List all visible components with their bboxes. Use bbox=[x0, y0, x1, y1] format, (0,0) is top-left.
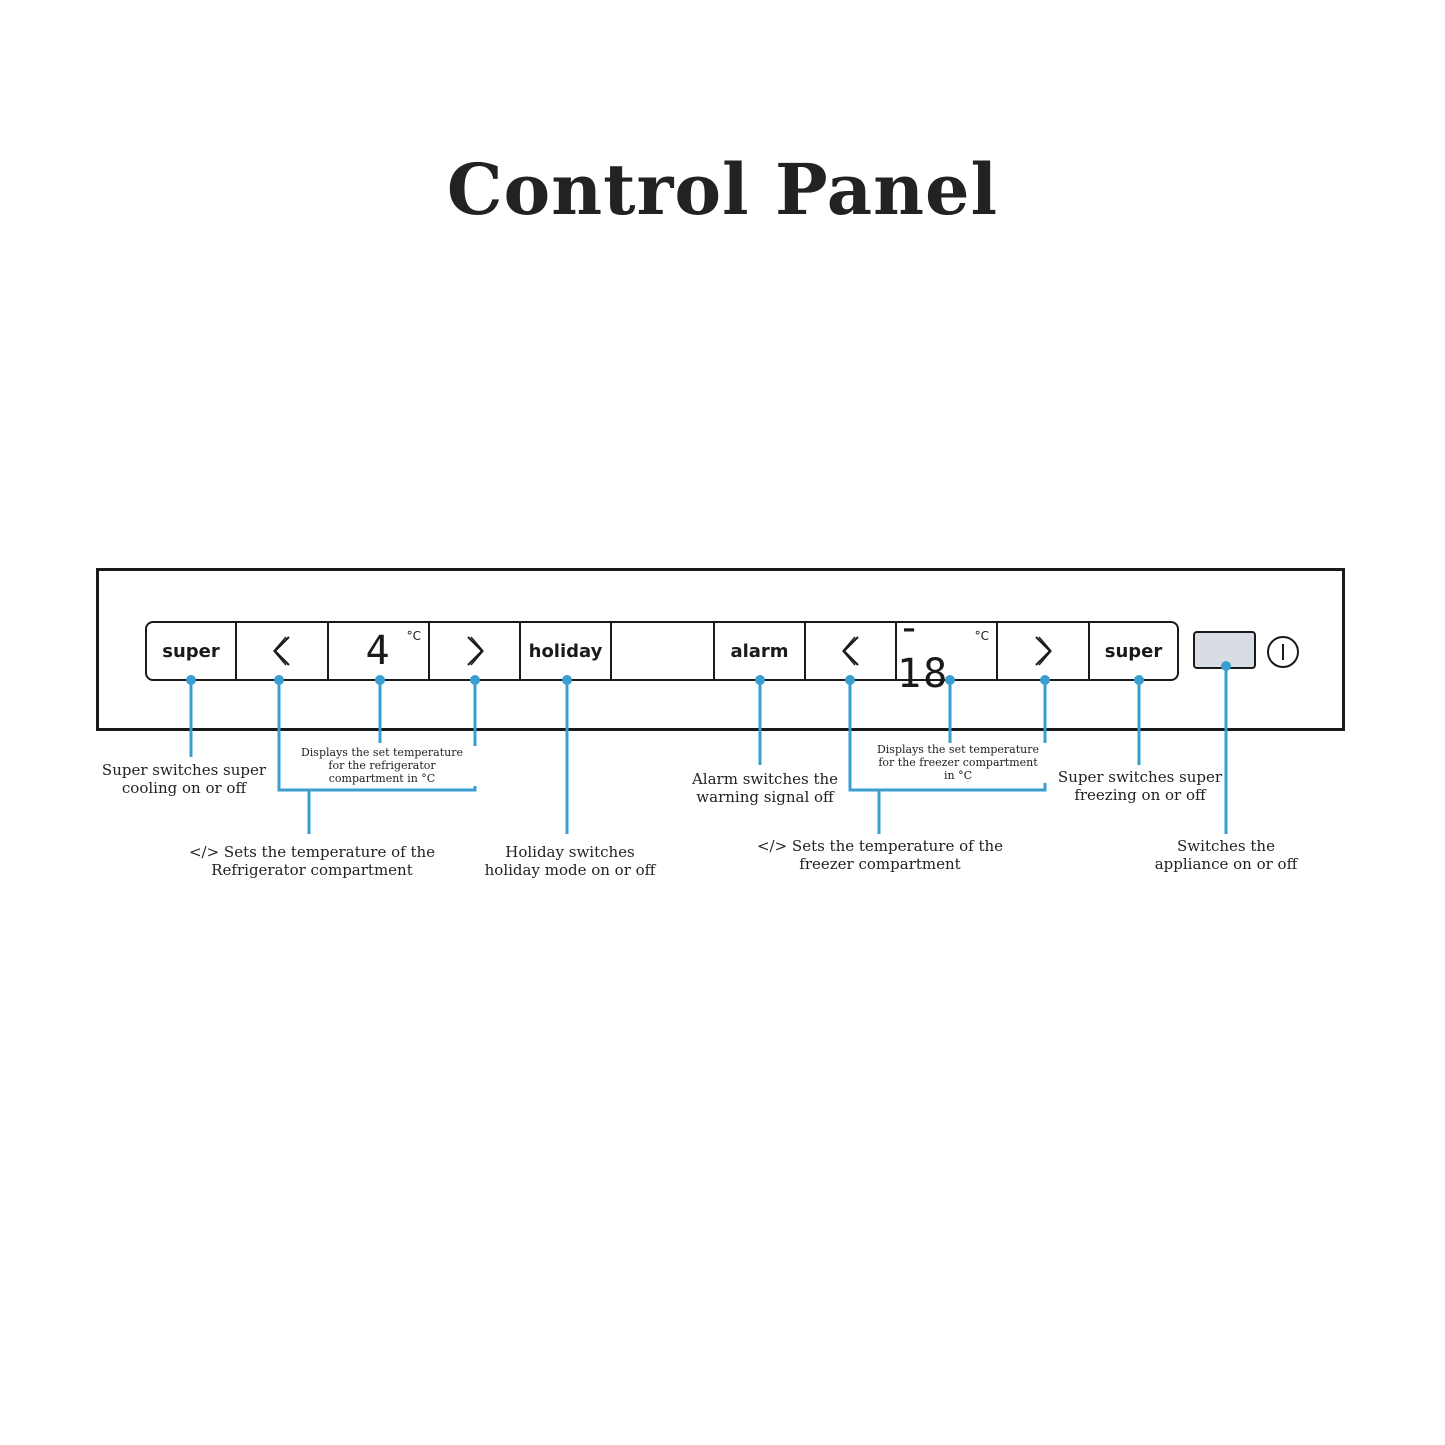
callout-dot bbox=[375, 675, 385, 685]
label-holiday: Holiday switches holiday mode on or off bbox=[484, 843, 656, 879]
freezer-temp-display: - 18 °C bbox=[897, 605, 998, 697]
blank-key bbox=[612, 623, 715, 679]
freezer-super-button[interactable]: super bbox=[1090, 623, 1177, 679]
label-power: Switches the appliance on or off bbox=[1154, 837, 1298, 873]
holiday-label: holiday bbox=[528, 640, 603, 662]
fridge-super-label: super bbox=[162, 640, 220, 662]
fridge-temp-display: 4 °C bbox=[329, 623, 430, 679]
fridge-temp-value: 4 bbox=[365, 628, 392, 674]
callout-dot bbox=[274, 675, 284, 685]
fridge-temp-up-button[interactable] bbox=[430, 623, 521, 679]
chevron-right-icon bbox=[466, 636, 484, 666]
callout-dot bbox=[562, 675, 572, 685]
callout-fridge-arrows-bracket bbox=[277, 680, 477, 792]
power-icon bbox=[1267, 636, 1299, 668]
callout-dot bbox=[1221, 661, 1231, 671]
freezer-super-label: super bbox=[1104, 640, 1163, 662]
page-title: Control Panel bbox=[446, 148, 999, 231]
chevron-left-icon bbox=[273, 636, 290, 666]
chevron-right-icon bbox=[1035, 636, 1052, 666]
freezer-temp-up-button[interactable] bbox=[998, 623, 1090, 679]
holiday-button[interactable]: holiday bbox=[521, 623, 612, 679]
callout-dot bbox=[186, 675, 196, 685]
callout-dot bbox=[1134, 675, 1144, 685]
freezer-temp-value: - 18 bbox=[897, 605, 950, 697]
label-alarm: Alarm switches the warning signal off bbox=[691, 770, 839, 806]
label-super-cooling: Super switches super cooling on or off bbox=[101, 761, 267, 797]
alarm-label: alarm bbox=[730, 640, 789, 662]
control-panel-frame bbox=[96, 568, 1345, 731]
callout-dot bbox=[1040, 675, 1050, 685]
fridge-temp-unit: °C bbox=[406, 629, 421, 643]
label-freezer-arrows: </> Sets the temperature of the freezer … bbox=[756, 837, 1004, 873]
callout-dot bbox=[470, 675, 480, 685]
fridge-temp-down-button[interactable] bbox=[237, 623, 329, 679]
callout-dot bbox=[755, 675, 765, 685]
freezer-temp-down-button[interactable] bbox=[806, 623, 897, 679]
chevron-left-icon bbox=[841, 636, 859, 666]
label-fridge-display: Displays the set temperature for the ref… bbox=[282, 746, 482, 786]
label-freezer-display: Displays the set temperature for the fre… bbox=[860, 743, 1056, 783]
control-panel-bar: super 4 °C holiday alarm - 18 °C bbox=[145, 605, 1179, 697]
fridge-super-button[interactable]: super bbox=[147, 623, 237, 679]
callout-dot bbox=[945, 675, 955, 685]
alarm-button[interactable]: alarm bbox=[715, 623, 806, 679]
freezer-temp-unit: °C bbox=[974, 629, 989, 643]
label-fridge-arrows: </> Sets the temperature of the Refriger… bbox=[188, 843, 436, 879]
callout-dot bbox=[845, 675, 855, 685]
callout-freezer-arrows-bracket bbox=[848, 680, 1047, 792]
label-super-freezing: Super switches super freezing on or off bbox=[1057, 768, 1223, 804]
